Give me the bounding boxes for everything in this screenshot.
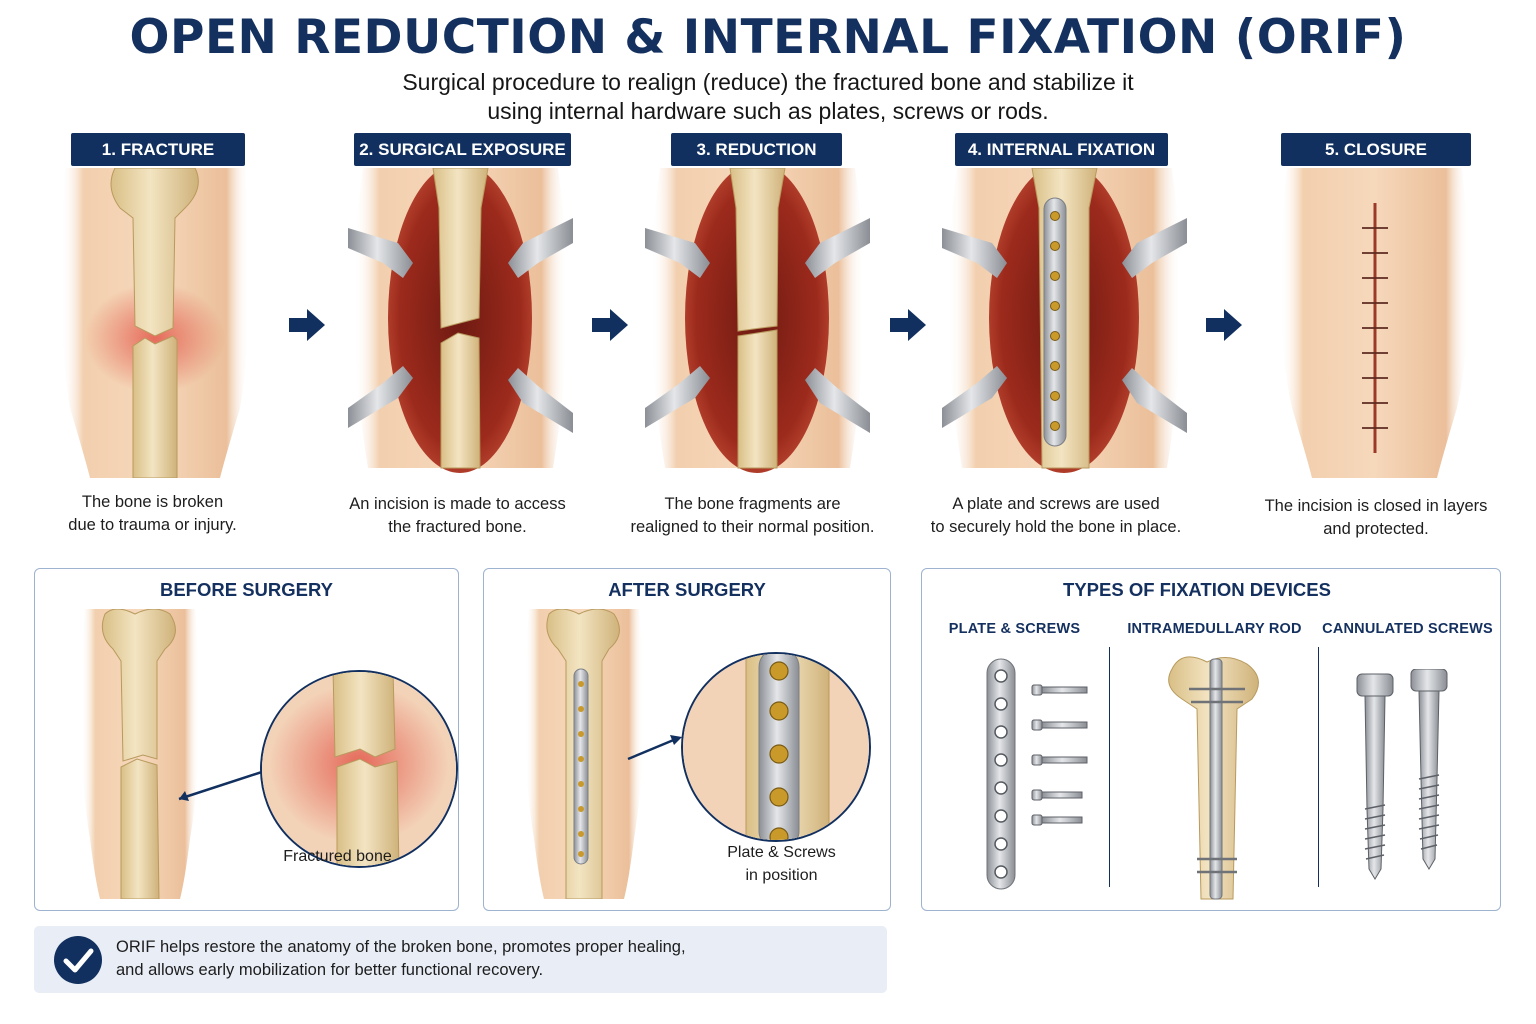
surgical-exposure-illustration	[348, 168, 573, 473]
fixation-devices-title: TYPES OF FIXATION DEVICES	[1063, 579, 1331, 600]
page-title: OPEN REDUCTION & INTERNAL FIXATION (ORIF…	[129, 10, 1407, 65]
step-2-label: 2. SURGICAL EXPOSURE	[354, 133, 571, 166]
before-surgery-illustration	[81, 609, 458, 899]
step-4-label: 4. INTERNAL FIXATION	[955, 133, 1168, 166]
step-5-caption: The incision is closed in layers and pro…	[1245, 495, 1507, 541]
summary-note: ORIF helps restore the anatomy of the br…	[34, 926, 887, 993]
summary-note-line-1: ORIF helps restore the anatomy of the br…	[116, 938, 686, 956]
step-4-caption-line-1: A plate and screws are used	[952, 495, 1160, 513]
device-divider	[1109, 647, 1110, 887]
after-surgery-title: AFTER SURGERY	[608, 579, 766, 600]
cannulated-screws-icon	[1356, 669, 1448, 880]
step-4-caption-line-2: to securely hold the bone in place.	[930, 518, 1182, 536]
before-surgery-title: BEFORE SURGERY	[159, 579, 334, 600]
arrow-right-icon	[592, 309, 628, 341]
intramedullary-rod-icon	[1168, 656, 1259, 900]
arrow-right-icon	[1206, 309, 1242, 341]
after-surgery-panel: AFTER SURGERY Plate & Screws in position	[483, 568, 891, 911]
after-surgery-illustration	[525, 609, 871, 899]
arrow-right-icon	[890, 309, 926, 341]
step-3-caption-line-2: realigned to their normal position.	[630, 518, 875, 536]
closure-illustration	[1280, 168, 1469, 478]
summary-note-text: ORIF helps restore the anatomy of the br…	[116, 936, 686, 982]
before-surgery-caption: Fractured bone	[283, 848, 392, 865]
step-1-caption: The bone is broken due to trauma or inju…	[45, 491, 260, 537]
step-5-caption-line-1: The incision is closed in layers	[1264, 497, 1488, 515]
step-1-caption-line-1: The bone is broken	[81, 493, 224, 511]
step-1-caption-line-2: due to trauma or injury.	[68, 516, 237, 534]
after-surgery-caption-line-1: Plate & Screws	[727, 844, 836, 861]
step-5-label: 5. CLOSURE	[1281, 133, 1471, 166]
internal-fixation-illustration	[942, 168, 1187, 473]
summary-note-line-2: and allows early mobilization for better…	[116, 961, 544, 979]
subtitle-line-1: Surgical procedure to realign (reduce) t…	[402, 69, 1134, 95]
step-3-caption-line-1: The bone fragments are	[664, 495, 841, 513]
device-label-cannulated-screws: CANNULATED SCREWS	[1322, 621, 1493, 637]
subtitle-line-2: using internal hardware such as plates, …	[487, 98, 1049, 124]
step-3-caption: The bone fragments are realigned to thei…	[620, 493, 885, 539]
step-2-caption: An incision is made to access the fractu…	[330, 493, 585, 539]
step-1-label: 1. FRACTURE	[71, 133, 245, 166]
device-label-plate-screws: PLATE & SCREWS	[948, 621, 1081, 637]
step-5-caption-line-2: and protected.	[1323, 520, 1429, 538]
reduction-illustration	[645, 168, 870, 473]
check-circle-icon	[54, 936, 102, 984]
device-label-intramedullary-rod: INTRAMEDULLARY ROD	[1127, 621, 1302, 637]
after-surgery-caption: Plate & Screws in position	[709, 841, 854, 887]
fracture-illustration	[61, 168, 249, 478]
before-surgery-panel: BEFORE SURGERY Fractured bone	[34, 568, 459, 911]
page-subtitle: Surgical procedure to realign (reduce) t…	[318, 68, 1218, 126]
arrow-right-icon	[289, 309, 325, 341]
device-divider	[1318, 647, 1319, 887]
fixation-devices-panel: TYPES OF FIXATION DEVICES PLATE & SCREWS…	[921, 568, 1501, 911]
plate-screws-icon	[986, 658, 1088, 890]
step-3-label: 3. REDUCTION	[671, 133, 842, 166]
step-4-caption: A plate and screws are used to securely …	[915, 493, 1197, 539]
after-surgery-caption-line-2: in position	[745, 867, 818, 884]
step-2-caption-line-1: An incision is made to access	[349, 495, 566, 513]
step-2-caption-line-2: the fractured bone.	[388, 518, 527, 536]
